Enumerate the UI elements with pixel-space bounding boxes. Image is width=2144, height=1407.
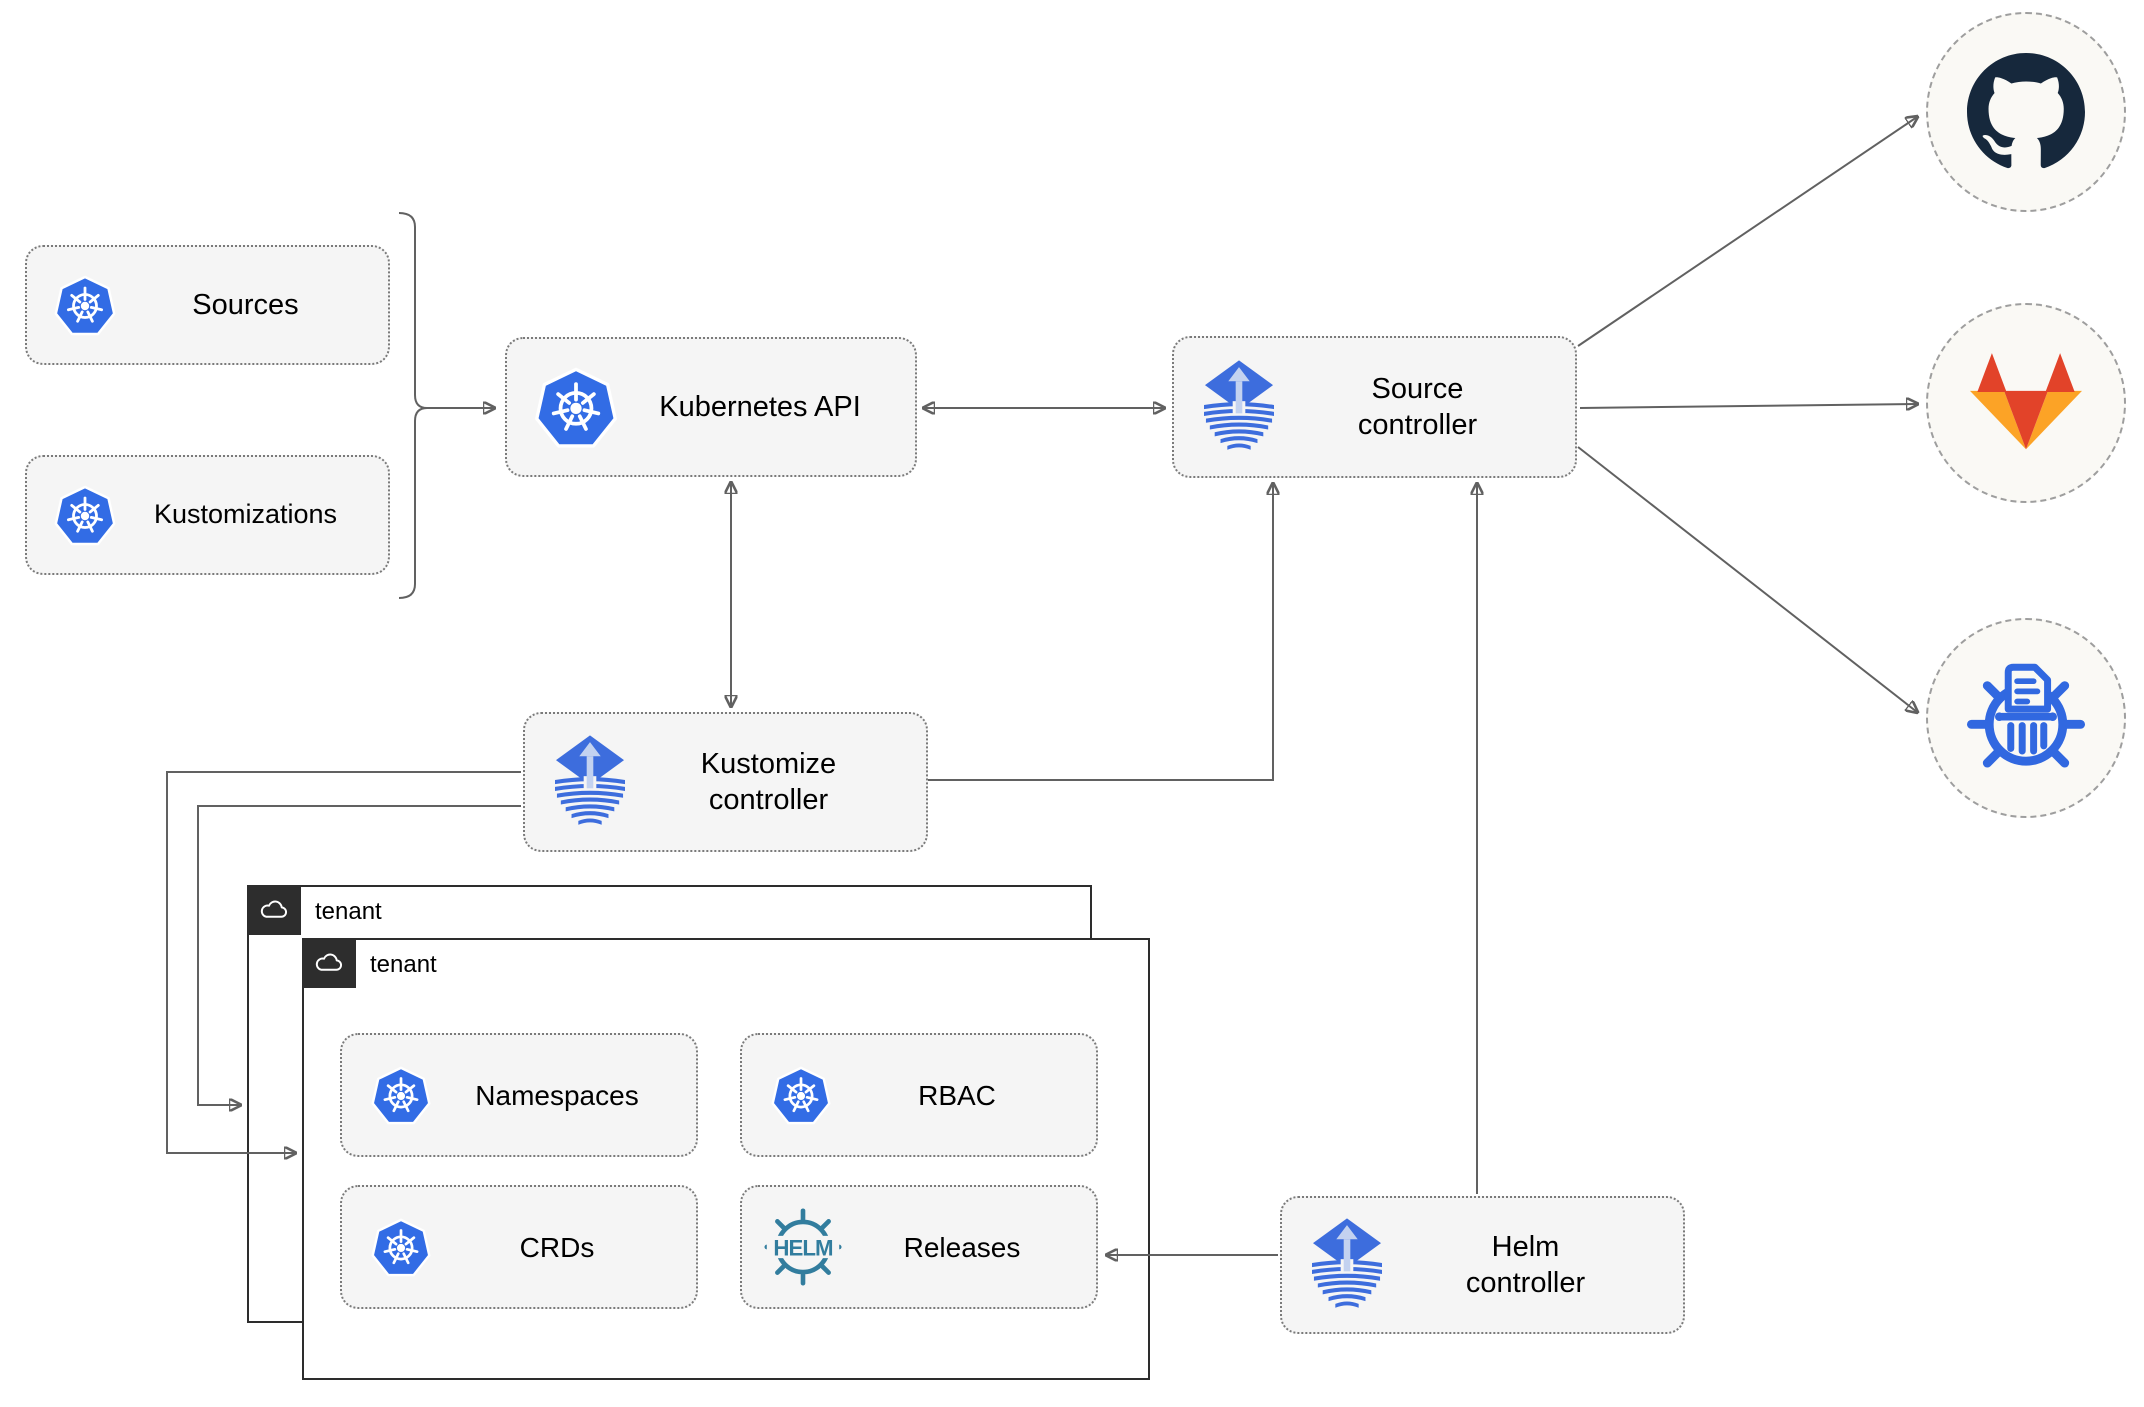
- edge-source-to-gitlab: [1579, 404, 1917, 408]
- kubernetes-icon: [370, 1064, 432, 1126]
- kubernetes-icon: [370, 1216, 432, 1278]
- node-rbac: RBAC: [740, 1033, 1098, 1157]
- chartmuseum-icon: [1960, 652, 2092, 784]
- node-sources: Sources: [25, 245, 390, 365]
- node-label: Kustomizations: [153, 499, 338, 530]
- kubernetes-icon: [770, 1064, 832, 1126]
- node-releases: HELM Releases: [740, 1185, 1098, 1309]
- node-label: Source controller: [1357, 372, 1478, 441]
- node-label: RBAC: [918, 1079, 996, 1111]
- node-crds: CRDs: [340, 1185, 698, 1309]
- node-label: Sources: [192, 288, 299, 321]
- bracket-sources-group: [398, 212, 428, 599]
- hub-github: [1926, 12, 2126, 212]
- node-label: Namespaces: [475, 1079, 639, 1111]
- node-namespaces: Namespaces: [340, 1033, 698, 1157]
- node-label: Releases: [903, 1231, 1021, 1263]
- cloud-icon: [313, 952, 345, 974]
- node-label: Kubernetes API: [659, 390, 861, 423]
- tenant-tab: [302, 938, 356, 988]
- flux-icon: [1204, 360, 1274, 454]
- node-kustomize-controller: Kustomize controller: [523, 712, 928, 852]
- helm-logo-text: HELM: [773, 1235, 833, 1260]
- node-kubernetes-api: Kubernetes API: [505, 337, 917, 477]
- hub-chartmuseum: [1926, 618, 2126, 818]
- kubernetes-icon: [53, 483, 117, 547]
- node-source-controller: Source controller: [1172, 336, 1577, 478]
- flux-icon: [555, 735, 625, 829]
- edge-kustomize-to-source: [928, 484, 1273, 781]
- node-label: Helm controller: [1465, 1230, 1586, 1299]
- cloud-icon: [258, 899, 290, 921]
- edge-source-to-chartmuseum: [1577, 446, 1917, 712]
- gitlab-icon: [1965, 347, 2087, 459]
- kubernetes-icon: [53, 273, 117, 337]
- node-label: Kustomize controller: [700, 747, 837, 816]
- edge-source-to-github: [1577, 117, 1917, 347]
- kubernetes-icon: [533, 364, 619, 450]
- tenant-label: tenant: [370, 951, 437, 978]
- node-label: CRDs: [519, 1231, 595, 1263]
- flux-icon: [1312, 1218, 1382, 1312]
- helm-icon: HELM: [764, 1208, 842, 1286]
- tenant-tab: [247, 885, 301, 935]
- tenant-box-front: tenant: [302, 938, 1150, 1380]
- node-kustomizations: Kustomizations: [25, 455, 390, 575]
- node-helm-controller: Helm controller: [1280, 1196, 1685, 1334]
- tenant-label: tenant: [315, 898, 382, 925]
- github-icon: [1967, 53, 2085, 171]
- hub-gitlab: [1926, 303, 2126, 503]
